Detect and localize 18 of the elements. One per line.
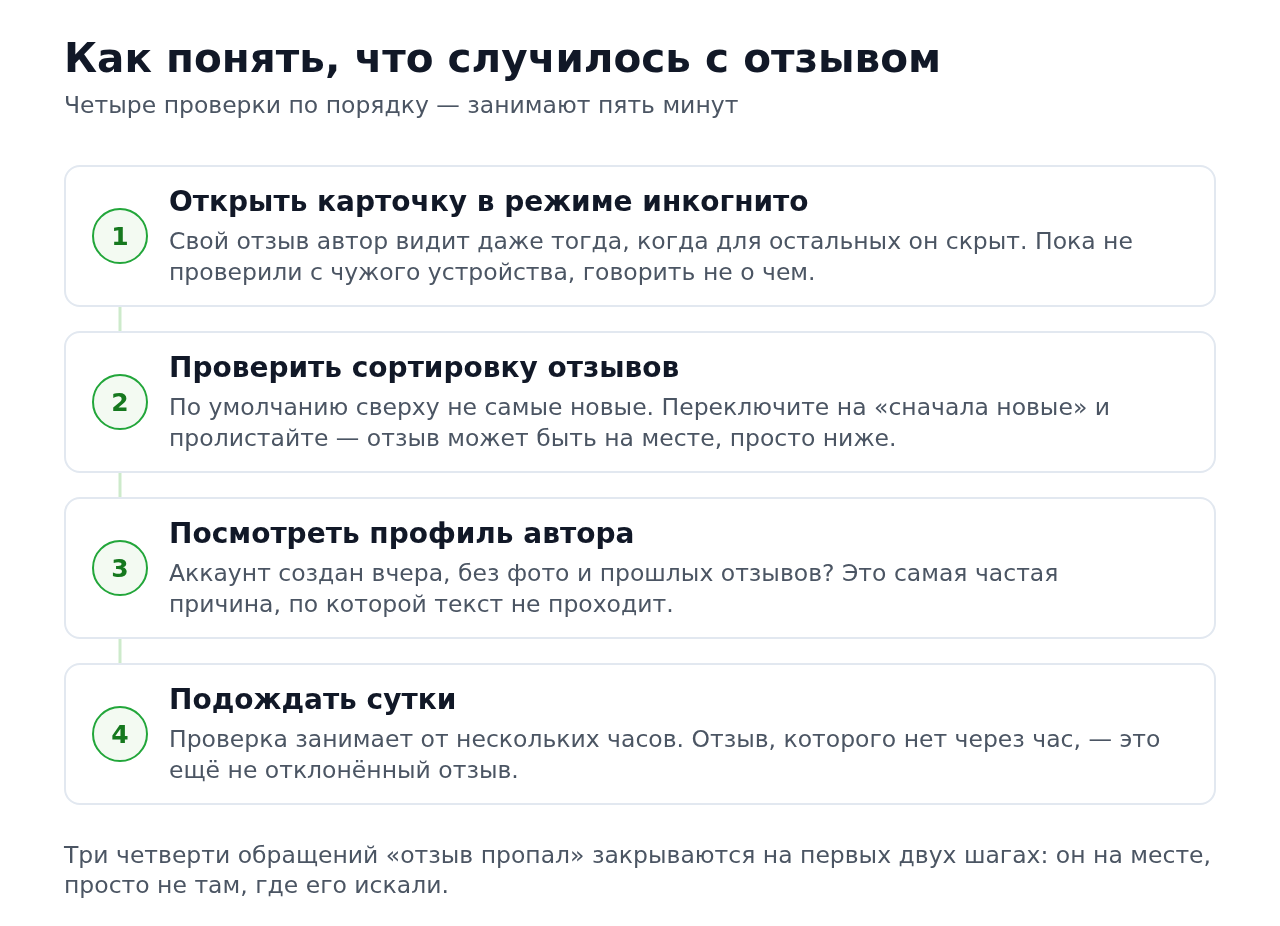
connector-line bbox=[118, 473, 122, 497]
step-description: По умолчанию сверху не самые новые. Переключите на «сначала новые» и пролистайте — отзыв может быть на месте, просто ниже. bbox=[169, 391, 1111, 454]
page-title: Как понять, что случилось с отзывом bbox=[64, 34, 943, 82]
step-heading: Подождать сутки bbox=[169, 682, 458, 717]
step-description: Аккаунт создан вчера, без фото и прошлых отзывов? Это самая частая причина, по которой текст не проходит. bbox=[169, 557, 1060, 620]
step-card bbox=[64, 663, 1216, 805]
step-heading: Посмотреть профиль автора bbox=[169, 516, 636, 551]
step-description: Свой отзыв автор видит даже тогда, когда для остальных он скрыт. Пока не проверили с чужого устройства, говорить не о чем. bbox=[169, 225, 1134, 288]
subtitle: Четыре проверки по порядку — занимают пять минут bbox=[64, 91, 740, 119]
connector-line bbox=[118, 639, 122, 663]
step-card bbox=[64, 165, 1216, 307]
caption-text: Три четверти обращений «отзыв пропал» закрываются на первых двух шагах: он на месте, просто не там, где его искали. bbox=[64, 840, 1213, 900]
step-heading: Проверить сортировку отзывов bbox=[169, 350, 681, 385]
step-heading: Открыть карточку в режиме инкогнито bbox=[169, 184, 810, 219]
connector-line bbox=[118, 307, 122, 331]
step-description: Проверка занимает от нескольких часов. Отзыв, которого нет через час, — это ещё не отклонённый отзыв. bbox=[169, 723, 1162, 786]
step-card bbox=[64, 331, 1216, 473]
step-card bbox=[64, 497, 1216, 639]
